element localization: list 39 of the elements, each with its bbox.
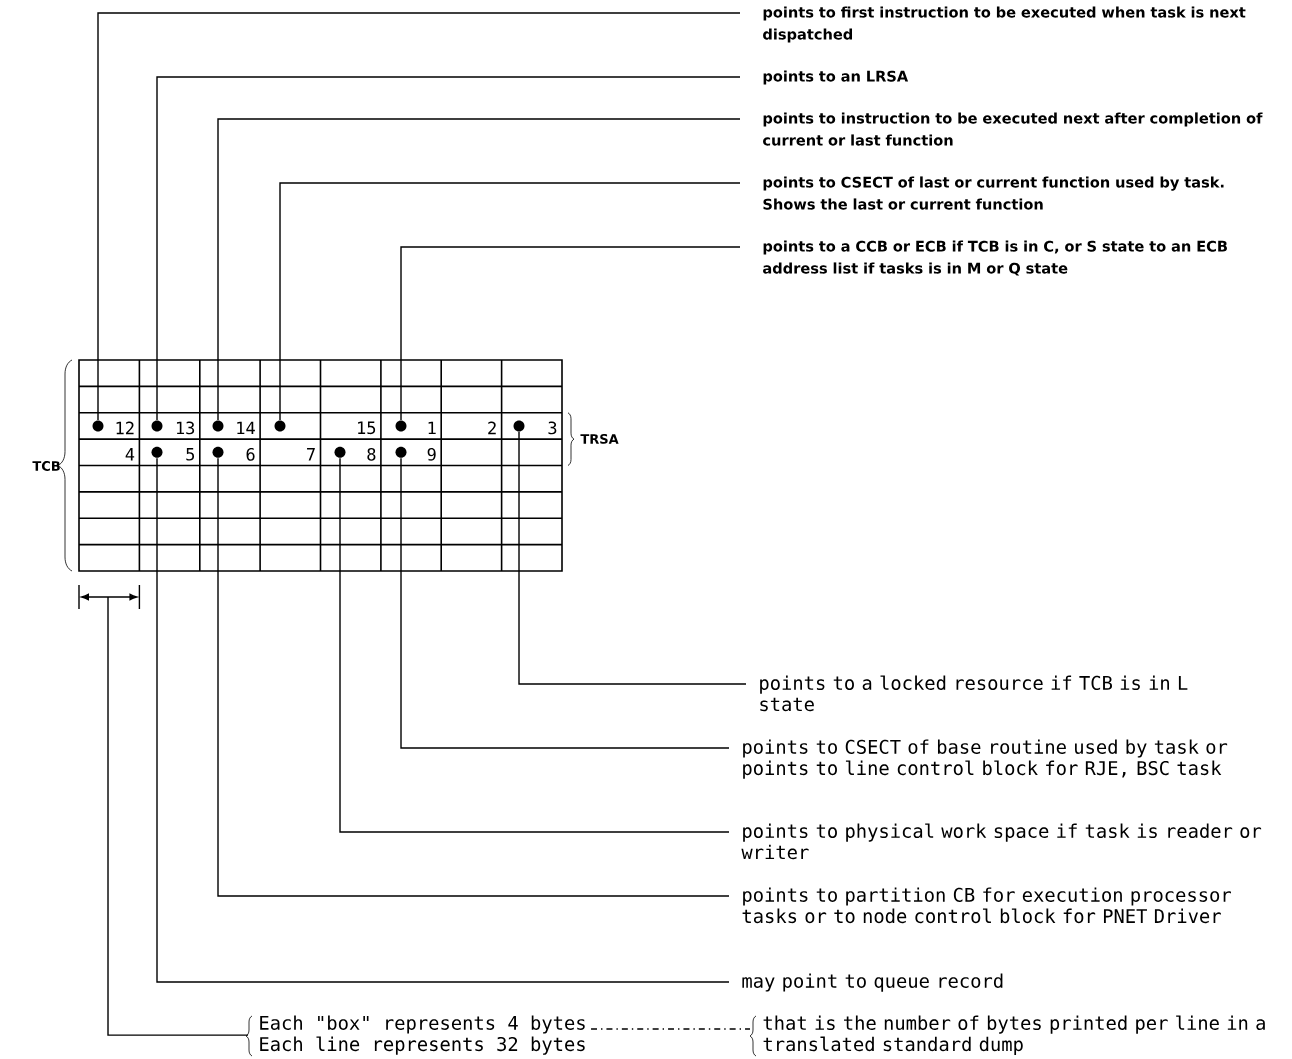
annotation-text: points to instruction to be executed next after completion of current or last function: [763, 112, 1263, 146]
brace-label: TCB: [32, 461, 60, 471]
annotation-text: Each "box" represents 4 bytes Each line represents 32 bytes: [260, 1015, 585, 1055]
annotation-text: points to partition CB for execution processor tasks or to node control block for PNET Driver: [742, 887, 1231, 924]
annotation-text: points to an LRSA: [763, 70, 909, 85]
leader-line: [339, 457, 730, 833]
annotation-text: points to CSECT of base routine used by task or points to line control block for RJE, BSC task: [743, 739, 1228, 779]
cell-number: 8: [367, 447, 376, 461]
cell-number: 13: [176, 421, 195, 435]
cell-number: 3: [548, 421, 557, 435]
leader-line: [400, 246, 741, 421]
cell-number: 2: [488, 421, 496, 435]
leader-line: [156, 457, 730, 983]
leader-line: [590, 1028, 751, 1030]
leader-line: [400, 457, 730, 749]
annotation-text: points to a locked resource if TCB is in L state: [760, 675, 1188, 712]
cell-number: 7: [307, 448, 315, 461]
annotation-text: points to CSECT of last or current function used by task. Shows the last or current function: [763, 176, 1224, 210]
leader-line: [279, 182, 741, 421]
cell-number: 6: [246, 447, 255, 461]
cell-number: 12: [116, 421, 134, 435]
leader-line: [217, 457, 730, 897]
annotation-text: may point to queue record: [742, 973, 1003, 992]
leader-line: [156, 76, 741, 421]
cell-number: 5: [186, 448, 195, 461]
cell-number: 14: [237, 421, 255, 435]
cell-number: 15: [358, 421, 376, 435]
annotation-text: points to a CCB or ECB if TCB is in C, or S state to an ECB address list if tasks is in M or Q state: [763, 240, 1227, 276]
cell-number: 9: [427, 447, 436, 461]
cell-number: 4: [125, 448, 135, 461]
brace-label: TRSA: [580, 434, 619, 444]
leader-line: [107, 596, 249, 1036]
annotation-text: points to first instruction to be executed when task is next dispatched: [763, 6, 1246, 43]
annotation-text: that is the number of bytes printed per line in a translated standard dump: [763, 1015, 1265, 1055]
cell-number: 1: [428, 421, 436, 435]
annotation-text: points to physical work space if task is reader or writer: [741, 823, 1262, 860]
leader-line: [97, 12, 741, 421]
leader-line: [518, 431, 747, 685]
leader-line: [217, 118, 741, 421]
